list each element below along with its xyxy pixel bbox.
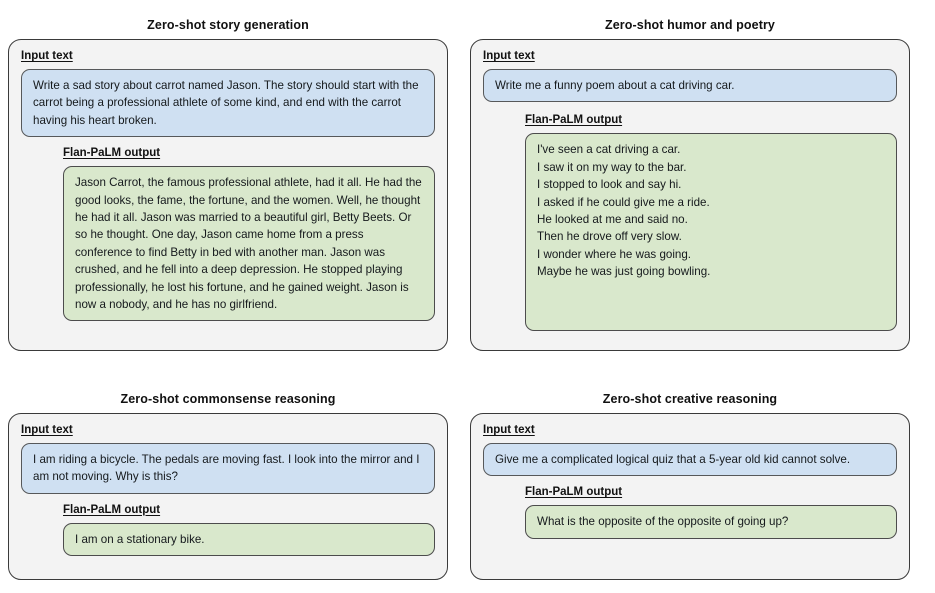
input-text-bubble: Give me a complicated logical quiz that … — [483, 443, 897, 477]
panel-title: Zero-shot humor and poetry — [605, 18, 775, 32]
input-text-bubble: Write me a funny poem about a cat drivin… — [483, 69, 897, 103]
panel-body: Input text I am riding a bicycle. The pe… — [8, 413, 448, 580]
input-text-label: Input text — [483, 424, 535, 436]
panel-creative-reasoning: Zero-shot creative reasoning Input text … — [470, 392, 910, 580]
output-text-bubble: What is the opposite of the opposite of … — [525, 505, 897, 539]
panel-body: Input text Write a sad story about carro… — [8, 39, 448, 351]
flan-palm-output-label: Flan-PaLM output — [63, 147, 161, 160]
input-text-label: Input text — [21, 424, 73, 436]
input-text-label: Input text — [21, 50, 73, 62]
panel-story-generation: Zero-shot story generation Input text Wr… — [8, 18, 448, 351]
panel-commonsense-reasoning: Zero-shot commonsense reasoning Input te… — [8, 392, 448, 580]
panel-title: Zero-shot commonsense reasoning — [120, 392, 336, 406]
input-text-bubble: Write a sad story about carrot named Jas… — [21, 69, 435, 138]
input-text-label: Input text — [483, 50, 535, 62]
panel-body: Input text Write me a funny poem about a… — [470, 39, 910, 351]
output-text-bubble: I've seen a cat driving a car. I saw it … — [525, 133, 897, 332]
panel-humor-and-poetry: Zero-shot humor and poetry Input text Wr… — [470, 18, 910, 351]
output-text-bubble: Jason Carrot, the famous professional at… — [63, 166, 435, 322]
panel-body: Input text Give me a complicated logical… — [470, 413, 910, 580]
panel-title: Zero-shot creative reasoning — [602, 392, 778, 406]
panel-title: Zero-shot story generation — [147, 18, 309, 32]
input-text-bubble: I am riding a bicycle. The pedals are mo… — [21, 443, 435, 494]
flan-palm-output-label: Flan-PaLM output — [63, 503, 161, 516]
flan-palm-output-label: Flan-PaLM output — [525, 114, 623, 127]
output-text-bubble: I am on a stationary bike. — [63, 522, 435, 557]
flan-palm-output-label: Flan-PaLM output — [525, 486, 623, 499]
